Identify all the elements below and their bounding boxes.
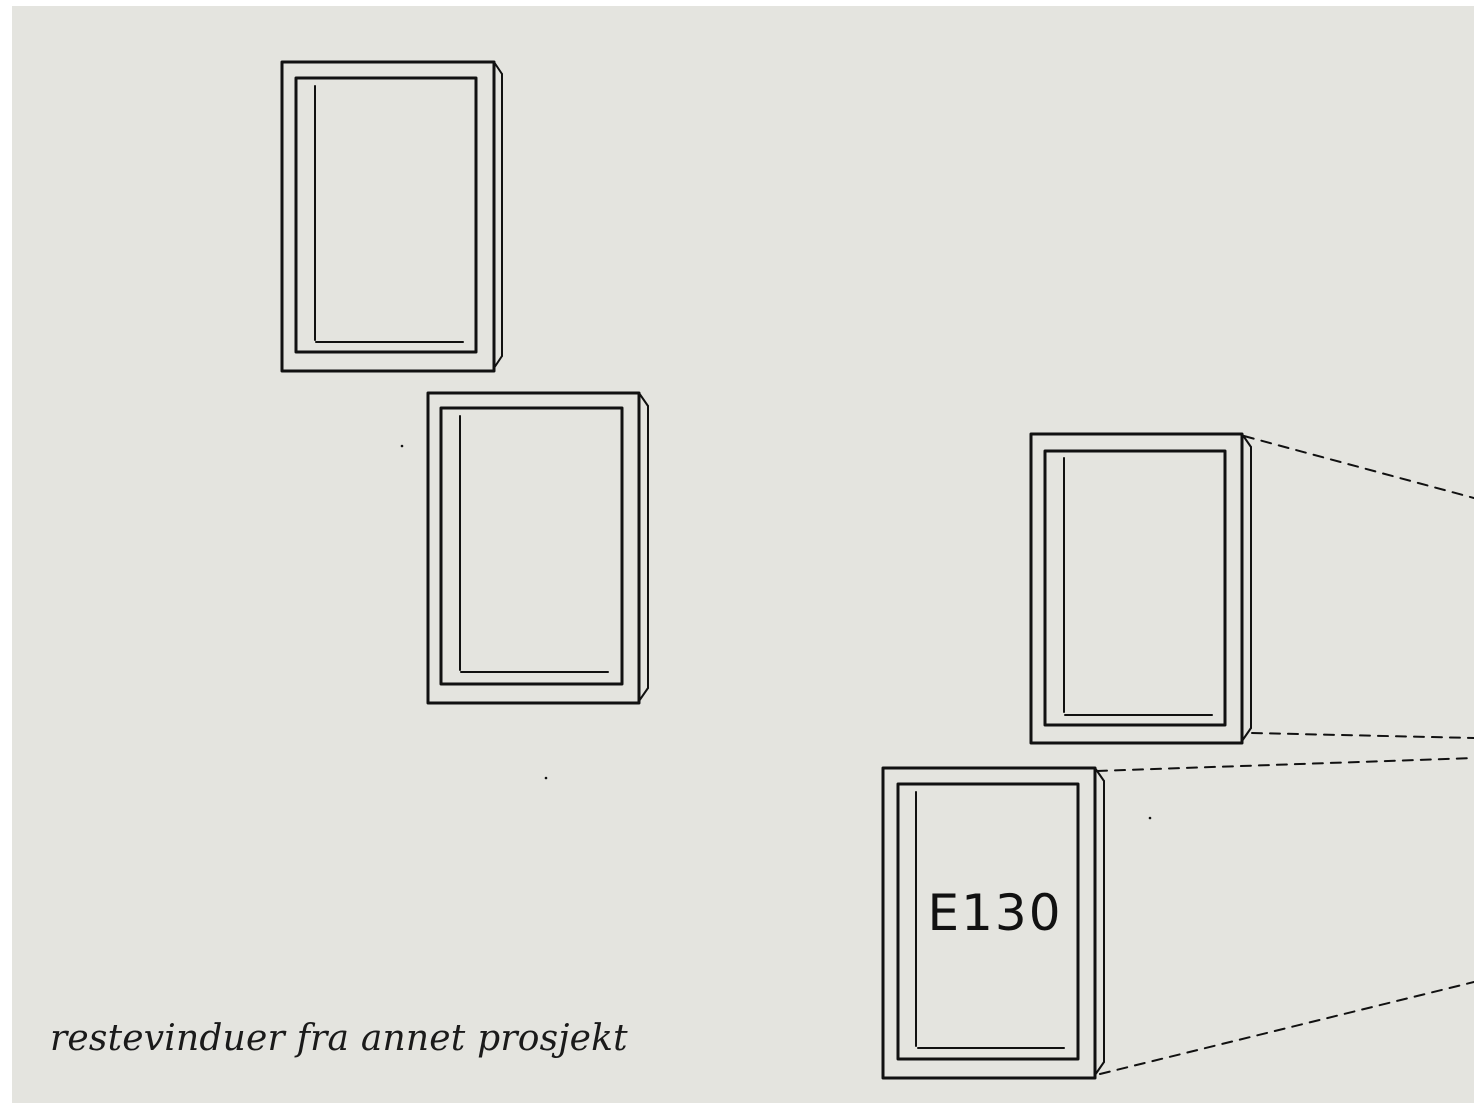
outer-frame [1029,432,1244,745]
dashed-line [1096,757,1474,772]
depth-bottom [1094,1061,1105,1076]
outer-frame [280,60,496,373]
dot [544,776,548,780]
stray-dots [400,444,1152,820]
inner-frame [294,76,478,354]
depth-bottom [493,355,503,369]
window-frame-bottom-labeled: E130 [881,766,1105,1080]
window-frame-right [1029,432,1252,745]
window-frame-top-left [280,60,503,373]
outer-frame [426,391,641,705]
depth-top [638,392,649,407]
dashed-line [1099,981,1474,1075]
dashed-line [1251,732,1474,739]
dot [400,444,404,448]
window-label: E130 [927,884,1062,942]
depth-bottom [1241,727,1252,742]
inner-frame [439,406,624,686]
depth-bottom [638,687,649,702]
window-frame-middle-left [426,391,649,705]
depth-top [493,61,503,75]
dot [1148,816,1152,820]
caption-text: restevinduer fra annet prosjekt [50,1018,628,1059]
sketch-canvas [12,6,1474,1103]
outer-frame [881,766,1097,1080]
inner-frame [896,782,1080,1061]
inner-frame [1043,449,1227,727]
dashed-line [1243,435,1474,499]
dashed-perspective-lines [1096,435,1474,1075]
